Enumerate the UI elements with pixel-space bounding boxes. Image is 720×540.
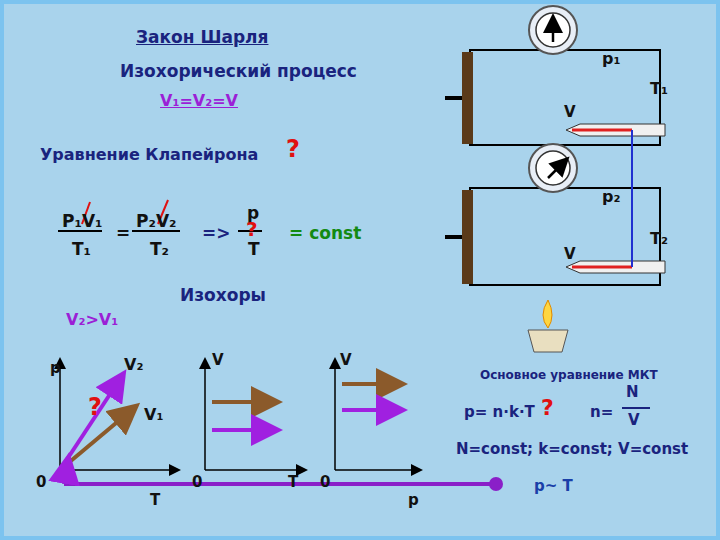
heading: Уравнение Клапейрона <box>40 146 258 164</box>
axis-label: p <box>408 492 419 509</box>
formula: p= n·k·T <box>464 404 535 421</box>
axis-label: 0 <box>36 474 46 491</box>
subtitle: Изохорический процесс <box>120 62 357 81</box>
formula: = const <box>289 224 361 243</box>
thermometer-label: T₂ <box>650 230 668 248</box>
formula: P₂V₂ <box>136 212 177 231</box>
axis-label: V <box>212 352 224 369</box>
formula: => <box>202 224 231 243</box>
question-mark: ? <box>88 394 102 420</box>
gauge-label: p₂ <box>602 188 620 206</box>
condition: V₁=V₂=V <box>160 92 238 110</box>
gauge-label: p₁ <box>602 50 620 68</box>
line-label: V₂ <box>124 356 143 374</box>
axis-label: p <box>50 360 61 377</box>
formula: T₁ <box>72 240 91 259</box>
formula: n= <box>590 404 613 421</box>
volume-label: V <box>564 104 576 121</box>
formula: N <box>626 384 639 401</box>
slide-title: Закон Шарля <box>136 28 268 47</box>
formula: T <box>248 240 260 259</box>
axis-label: T <box>288 474 298 491</box>
formula: T₂ <box>150 240 169 259</box>
heading: Основное уравнение МКТ <box>480 369 658 382</box>
volume-label: V <box>564 246 576 263</box>
axis-label: 0 <box>320 474 330 491</box>
formula: p~ T <box>534 478 573 495</box>
condition: V₂>V₁ <box>66 311 118 329</box>
thermometer-label: T₁ <box>650 80 668 98</box>
axis-label: T <box>150 492 160 509</box>
axis-label: V <box>340 352 352 369</box>
question-mark: ? <box>246 218 258 240</box>
axis-label: 0 <box>192 474 202 491</box>
formula: = <box>116 224 130 243</box>
question-mark: ? <box>286 136 300 162</box>
heading: Изохоры <box>180 286 266 305</box>
formula: P₁V₁ <box>62 212 103 231</box>
line-label: V₁ <box>144 406 163 424</box>
formula: V <box>628 412 640 429</box>
question-mark: ? <box>541 396 554 420</box>
formula: N=const; k=const; V=const <box>456 441 688 458</box>
